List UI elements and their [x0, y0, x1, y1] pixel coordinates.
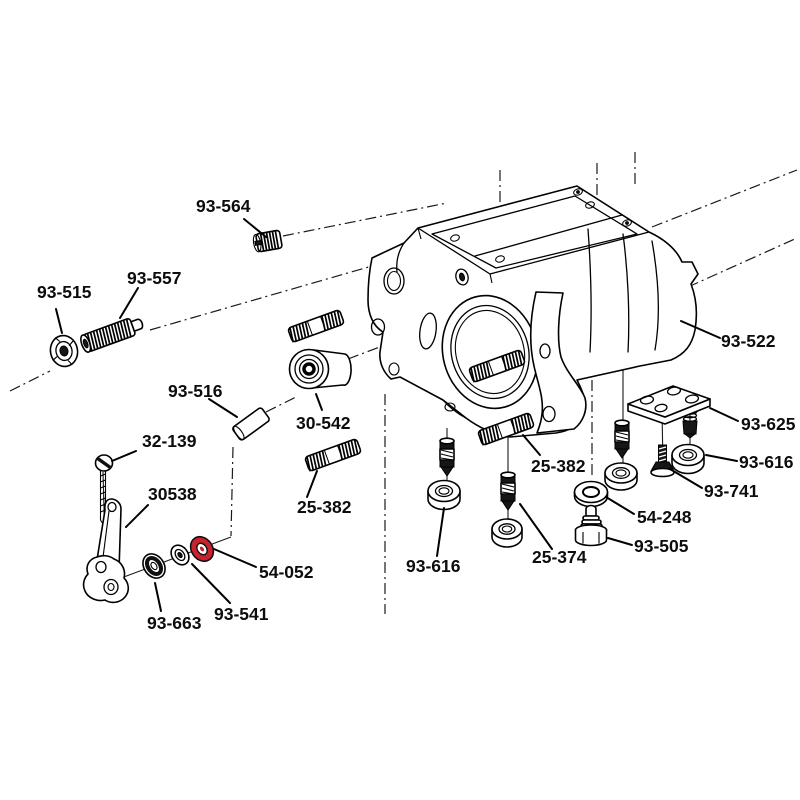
label-54-052: 54-052: [259, 562, 314, 582]
leader-lines: [55, 218, 739, 612]
label-93-505: 93-505: [634, 536, 689, 556]
label-93-557: 93-557: [127, 268, 182, 288]
label-93-515: 93-515: [37, 282, 92, 302]
part-shifter-lever: [82, 498, 130, 604]
label-25-382-left: 25-382: [297, 497, 352, 517]
part-check-valve-right: [614, 419, 630, 459]
part-flange-nut: [49, 334, 79, 368]
label-93-616-bottom: 93-616: [406, 556, 461, 576]
label-93-741: 93-741: [704, 481, 759, 501]
part-labels: 93-564 93-515 93-557 93-516 32-139 30538…: [37, 196, 796, 633]
part-seal-ring: [142, 553, 166, 579]
part-countersunk-screw: [650, 444, 675, 478]
part-dowel-pin: [232, 407, 270, 441]
part-threaded-adjuster: [80, 318, 144, 353]
label-25-374: 25-374: [532, 547, 587, 567]
part-stud-right: [477, 412, 535, 446]
part-stud-upper-left: [287, 309, 345, 343]
label-30538: 30538: [148, 484, 197, 504]
part-stud-center: [468, 349, 526, 383]
part-knurled-plug: [252, 229, 283, 253]
part-check-valve-25-374: [500, 471, 516, 511]
part-mounting-plate: [627, 385, 711, 439]
part-check-valve-bottom: [439, 437, 455, 477]
label-93-516: 93-516: [168, 381, 223, 401]
part-vent-fitting: [574, 504, 608, 547]
label-25-382-right: 25-382: [531, 456, 586, 476]
part-washer-25-374: [491, 518, 523, 548]
label-93-625: 93-625: [741, 414, 796, 434]
label-93-541: 93-541: [214, 604, 269, 624]
label-93-522: 93-522: [721, 331, 776, 351]
label-30-542: 30-542: [296, 413, 351, 433]
part-transmission-case: [367, 185, 699, 438]
label-93-616-right: 93-616: [739, 452, 794, 472]
part-plate-valve: [682, 409, 698, 439]
label-54-248: 54-248: [637, 507, 692, 527]
part-washer-mid-right: [604, 462, 638, 491]
label-93-564: 93-564: [196, 196, 251, 216]
part-flat-washer: [573, 480, 609, 508]
label-32-139: 32-139: [142, 431, 197, 451]
label-93-663: 93-663: [147, 613, 202, 633]
part-roller: [288, 348, 352, 390]
part-washer-bottom: [427, 479, 461, 511]
part-washer-right: [671, 443, 705, 475]
part-small-washer: [170, 544, 190, 566]
part-highlighted-washer: [189, 535, 215, 563]
part-stud-lower-left: [304, 438, 362, 472]
